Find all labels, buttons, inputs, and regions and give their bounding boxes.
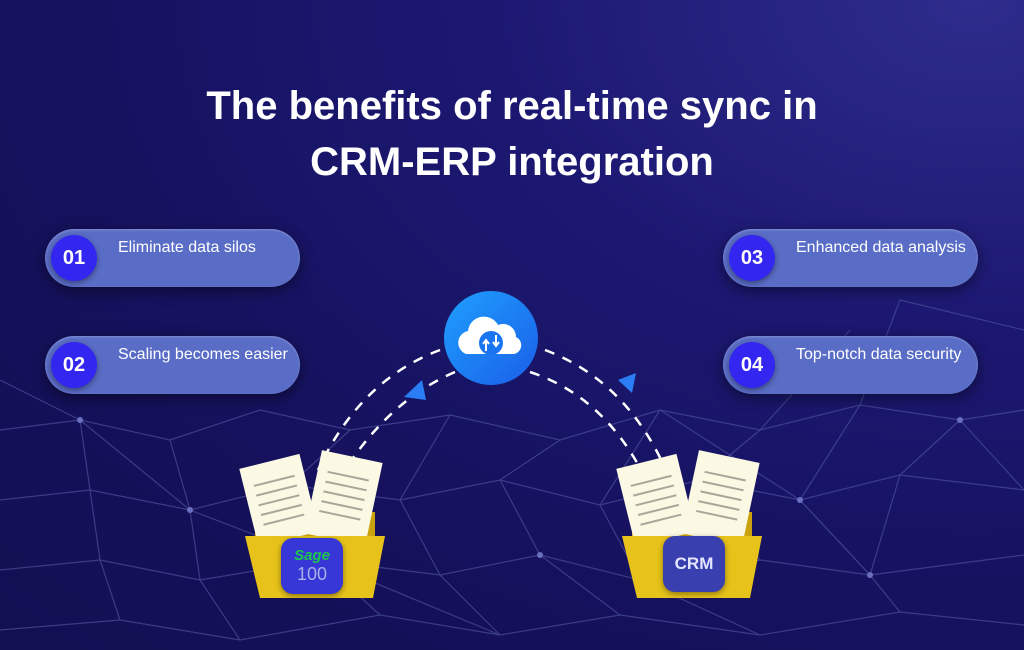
benefit-number: 01 [51, 235, 97, 281]
benefit-text: Top-notch data security [796, 346, 962, 363]
sage-model: 100 [296, 564, 328, 584]
benefit-card-01: 01 Eliminate data silos [45, 229, 300, 287]
benefit-card-02: 02 Scaling becomes easier [45, 336, 300, 394]
page-title: The benefits of real-time sync in CRM-ER… [206, 84, 818, 184]
dashed-arc [529, 370, 642, 469]
benefit-number: 03 [729, 235, 775, 281]
arrow-head-icon [404, 380, 426, 400]
dashed-arc [316, 348, 441, 471]
dashed-arc [544, 348, 667, 469]
arrow-head-icon [618, 373, 636, 393]
benefit-number: 02 [51, 342, 97, 388]
benefit-text: Enhanced data analysis [796, 239, 966, 256]
cloud-sync-icon [444, 291, 538, 385]
benefit-card-04: 04 Top-notch data security [723, 336, 978, 394]
benefit-text: Scaling becomes easier [118, 346, 288, 363]
crm-label: CRM [674, 554, 714, 573]
sage-folder-icon [239, 450, 385, 598]
benefit-number: 04 [729, 342, 775, 388]
benefit-text: Eliminate data silos [118, 239, 256, 256]
sage-100-badge: Sage 100 [281, 538, 343, 594]
crm-badge: CRM [663, 536, 725, 592]
benefit-card-03: 03 Enhanced data analysis [723, 229, 978, 287]
sage-logo-text: Sage [294, 547, 330, 564]
dashed-arc [343, 370, 456, 471]
